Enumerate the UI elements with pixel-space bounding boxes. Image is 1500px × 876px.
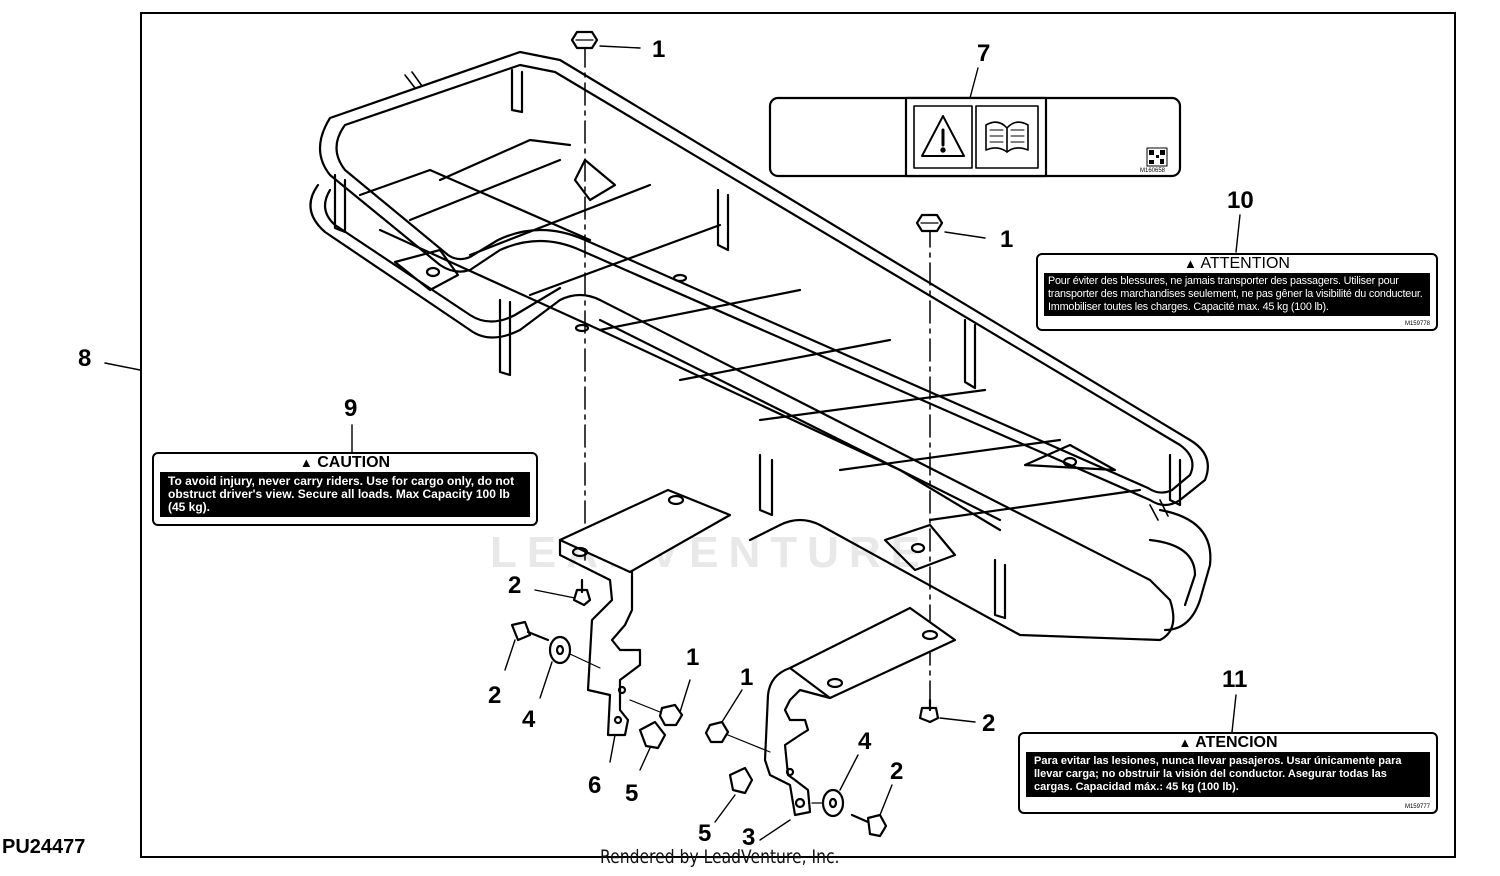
attention-body: Pour éviter des blessures, ne jamais tra… [1044,273,1430,316]
callout-2: 2 [508,572,522,599]
callout-3: 3 [742,824,756,851]
callout-2: 2 [488,682,502,709]
atencion-body: Para evitar las lesiones, nunca llevar p… [1026,752,1430,797]
attention-heading: ▲ ATTENTION [1184,255,1290,272]
callout-2: 2 [890,758,904,785]
callout-1: 1 [1000,226,1014,253]
label-11-part-number: M159777 [1404,804,1430,810]
nut-1-right [704,720,730,744]
warning-triangle-icon: ▲ [1184,256,1197,271]
warning-triangle-icon: ▲ [1178,735,1192,750]
bracket-left [558,488,732,737]
diagram-frame [140,12,1456,858]
callout-5: 5 [625,780,639,807]
callout-11: 11 [1222,666,1248,693]
callout-9: 9 [344,395,358,422]
washer-4-right [821,788,845,818]
footer-credit: Rendered by LeadVenture, Inc. [600,846,840,868]
warning-triangle-icon [921,115,965,157]
warning-triangle-icon: ▲ [299,455,313,470]
callout-6: 6 [588,772,602,799]
diagram-id: PU24477 [2,836,86,858]
caution-heading: ▲ CAUTION [299,454,391,471]
bracket-right [763,606,957,817]
callout-10: 10 [1227,187,1254,214]
callout-1: 1 [740,664,754,691]
callout-5: 5 [698,820,712,847]
attention-label-10: ▲ ATTENTION Pour éviter des blessures, n… [1036,253,1438,331]
label-10-part-number: M159778 [1404,321,1430,327]
washer-4-left [548,635,572,665]
leader-8 [104,362,141,371]
clip-5-right [728,766,754,795]
callout-7: 7 [977,40,991,67]
clip-5-left [638,720,667,750]
operator-manual-icon [985,121,1029,153]
nut-1-top [570,30,599,50]
atencion-heading: ▲ ATENCION [1178,734,1278,751]
label-7 [768,96,1182,178]
callout-1: 1 [652,36,666,63]
label-7-part-number: M160658 [1140,168,1166,174]
atencion-label-11: ▲ ATENCION Para evitar las lesiones, nun… [1018,732,1438,814]
callout-4: 4 [522,706,536,733]
bolt-2-right [850,813,888,838]
watermark: LEADVENTURE [490,528,931,577]
qr-code-icon [1146,147,1168,167]
callout-2: 2 [982,710,996,737]
nut-1-mid [915,213,944,233]
callout-4: 4 [858,728,872,755]
callout-8: 8 [78,345,92,372]
bolt-2-left-upper [572,578,592,607]
callout-1: 1 [686,644,700,671]
bolt-2-mid [918,698,940,724]
bolt-2-left-outer [510,620,550,642]
caution-body: To avoid injury, never carry riders. Use… [160,472,530,517]
nut-1-left [658,703,684,727]
caution-label-9: ▲ CAUTION To avoid injury, never carry r… [152,452,538,526]
cargo-basket [309,50,1212,642]
